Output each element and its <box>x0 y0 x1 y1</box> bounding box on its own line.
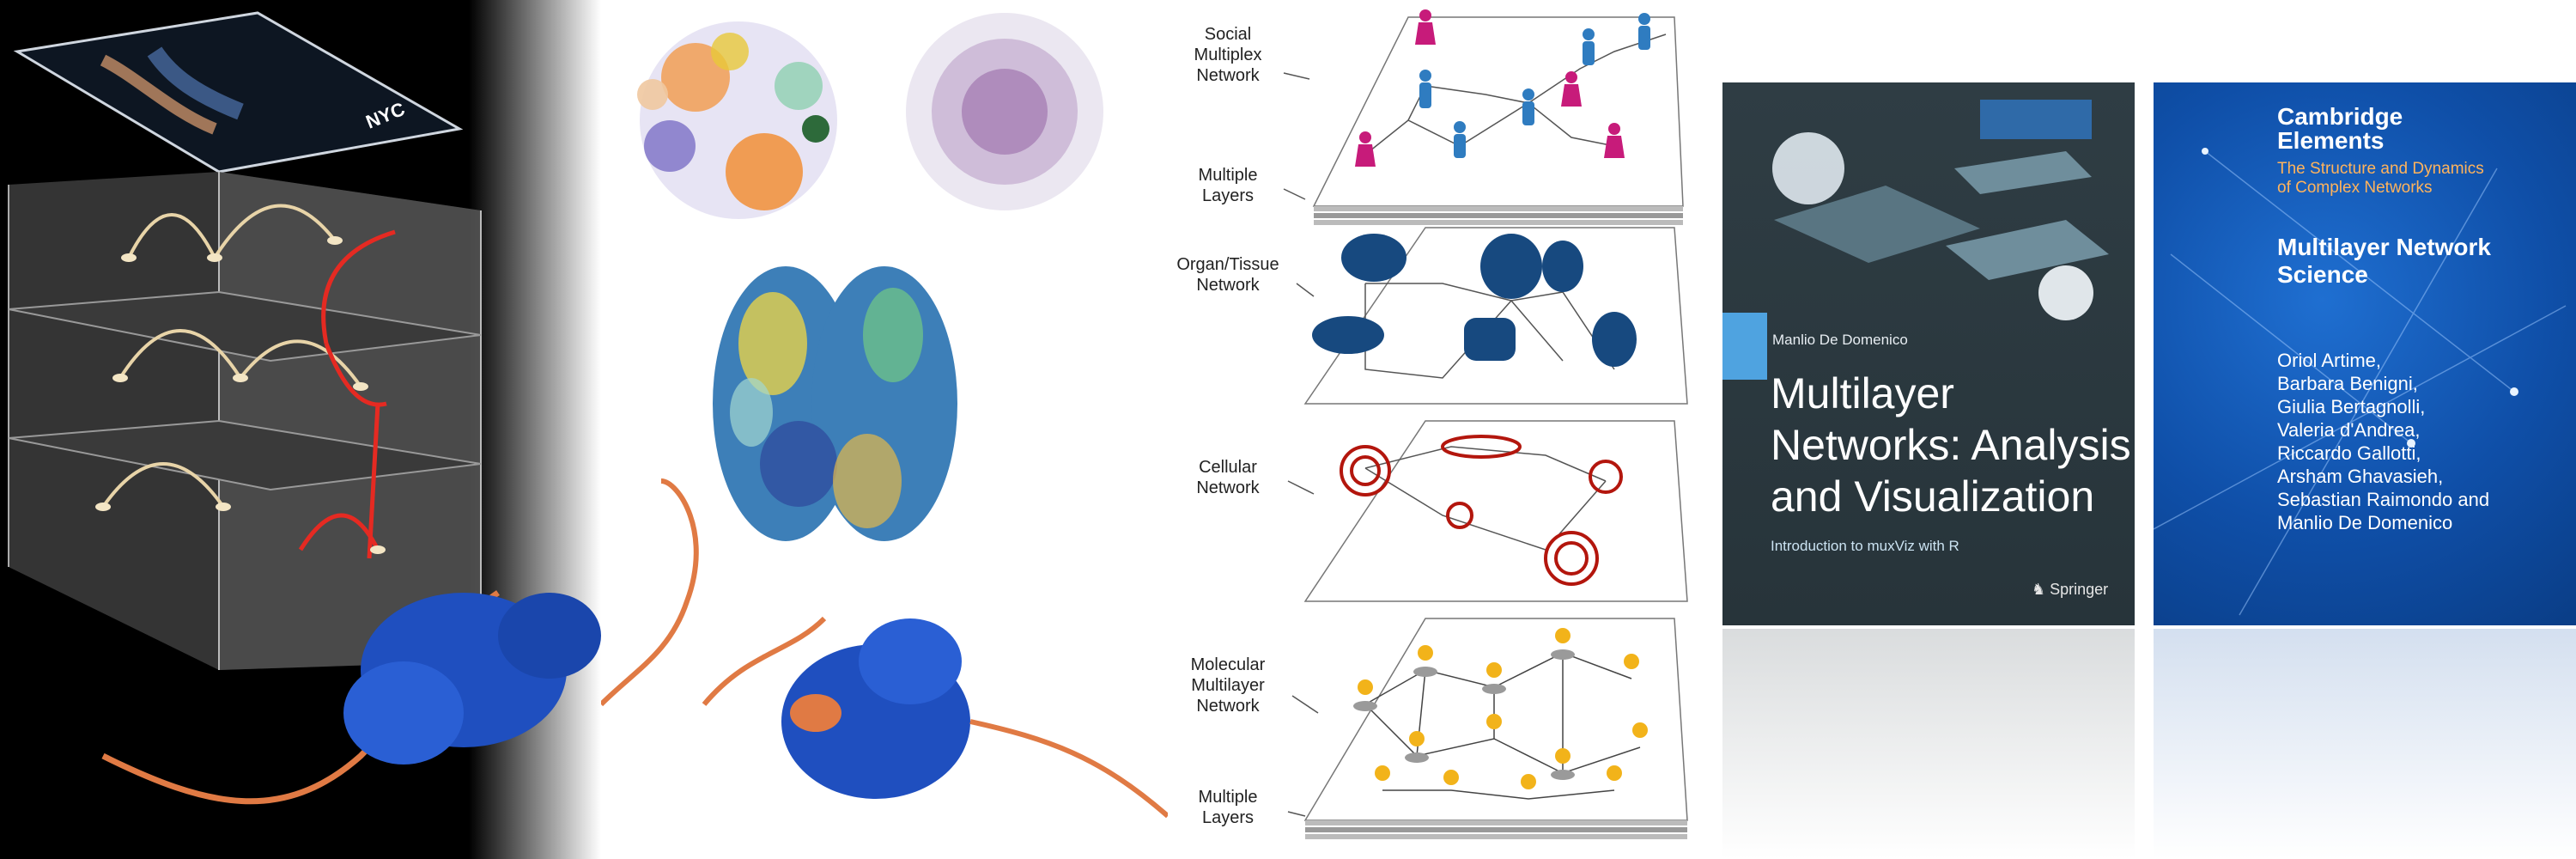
organ-layer <box>1303 227 1688 405</box>
cambridge-elements-brand: Cambridge Elements <box>2277 103 2403 154</box>
community-network-graph <box>637 21 837 219</box>
author-line: Oriol Artime, <box>2277 350 2382 371</box>
book2-network-background <box>2154 148 2567 616</box>
author-line: Arsham Ghavasieh, <box>2277 466 2444 487</box>
book2-authors: Oriol Artime, Barbara Benigni, Giulia Be… <box>2277 349 2552 534</box>
biology-illustration <box>601 13 1168 819</box>
social-layer <box>1312 9 1684 225</box>
organ-icons <box>1312 234 1637 367</box>
springer-logo-icon: ♞ <box>2032 581 2050 598</box>
author-line: Barbara Benigni, <box>2277 373 2418 394</box>
person-icons-female <box>1355 9 1625 167</box>
label-multiple-layers-top: Multiple Layers <box>1198 166 1258 205</box>
dense-network-hairball <box>906 13 1103 210</box>
layer-slab <box>8 290 482 362</box>
books-panel: Manlio De Domenico Multilayer Networks: … <box>1717 0 2576 859</box>
molecular-layer <box>1303 618 1688 839</box>
network-nodes <box>95 236 386 554</box>
author-line: Manlio De Domenico <box>2277 512 2453 533</box>
book1-subtitle: Introduction to muxViz with R <box>1771 538 1959 554</box>
author-line: Riccardo Gallotti, <box>2277 442 2421 464</box>
nyc-multilayer-panel: NYC <box>0 0 601 859</box>
book-cover-cambridge[interactable]: Cambridge Elements The Structure and Dyn… <box>2154 82 2576 625</box>
book1-title: Multilayer Networks: Analysis and Visual… <box>1771 369 2131 521</box>
molecule-icons <box>1358 628 1648 789</box>
book2-title: Multilayer Network Science <box>2277 234 2491 288</box>
layers-diagram <box>1283 9 1688 839</box>
nyc-cube-illustration: NYC <box>8 11 601 805</box>
author-line: Valeria d'Andrea, <box>2277 419 2421 441</box>
brain-surface <box>713 266 957 541</box>
book1-reflection <box>1722 629 2135 859</box>
book-cover-springer[interactable]: Manlio De Domenico Multilayer Networks: … <box>1722 82 2135 625</box>
cell-icons <box>1340 435 1623 586</box>
label-multiple-layers-bottom: Multiple Layers <box>1198 788 1258 827</box>
author-line: Giulia Bertagnolli, <box>2277 396 2426 417</box>
label-organ-tissue-network: Organ/Tissue Network <box>1176 255 1279 295</box>
layer-slab <box>8 419 482 491</box>
interlayer-links <box>101 204 362 509</box>
book1-author: Manlio De Domenico <box>1772 332 1908 348</box>
nyc-map-layer <box>13 11 464 174</box>
label-cellular-network: Cellular Network <box>1196 458 1260 497</box>
book1-publisher: ♞ Springer <box>2032 581 2109 598</box>
book1-cover-art <box>1772 100 2109 320</box>
author-line: Sebastian Raimondo and <box>2277 489 2490 510</box>
book2-reflection <box>2154 629 2576 859</box>
multiscale-layers-panel: Social Multiplex Network Multiple Layers… <box>1168 0 1717 859</box>
highlighted-path <box>298 229 396 559</box>
cellular-layer <box>1303 420 1688 602</box>
biology-networks-panel <box>601 0 1168 859</box>
protein-structure-left <box>101 590 601 805</box>
person-icons-male <box>1419 13 1650 158</box>
protein-structure-right <box>601 478 1168 819</box>
book1-accent-stripe <box>1722 313 1767 380</box>
label-molecular-multilayer-network: Molecular Multilayer Network <box>1190 655 1266 716</box>
book2-series: The Structure and Dynamics of Complex Ne… <box>2277 160 2484 197</box>
label-social-multiplex-network: Social Multiplex Network <box>1194 25 1262 85</box>
